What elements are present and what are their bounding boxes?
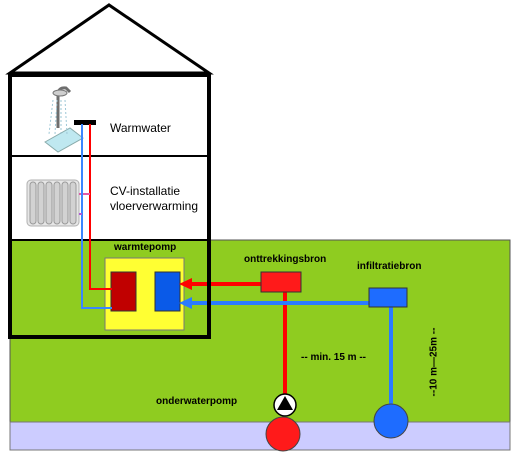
condenser-block [110, 271, 137, 312]
infiltratiebron-label: infiltratiebron [357, 261, 422, 272]
hot-pipe-house [89, 124, 112, 290]
infiltration-well-bottom [373, 403, 409, 439]
arrow-to-heatpump-icon [179, 278, 192, 290]
radiator-icon [26, 179, 80, 227]
vloerverwarming-label: vloerverwarming [110, 199, 199, 213]
cv-installatie-label: CV-installatie [110, 184, 181, 198]
house-roof [5, 3, 214, 75]
shower-icon [44, 86, 84, 153]
extraction-wellhead [260, 271, 302, 293]
infiltration-wellhead [368, 287, 408, 308]
warmwater-label: Warmwater [110, 121, 171, 135]
return-pipe-house [81, 124, 112, 309]
ground-layer [9, 239, 511, 423]
extraction-well-bottom [265, 416, 301, 452]
tap-bar [74, 120, 96, 125]
evaporator-block [154, 271, 181, 312]
submersible-pump-icon [273, 393, 297, 417]
onderwaterpomp-label: onderwaterpomp [156, 396, 238, 407]
aquifer-layer [9, 421, 511, 451]
warmtepomp-label: warmtepomp [114, 242, 177, 253]
onttrekkingsbron-label: onttrekkingsbron [244, 254, 327, 265]
min-distance-label: -- min. 15 m -- [301, 352, 367, 363]
depth-label: --10 m—25m -- [428, 327, 440, 397]
house-outline [8, 73, 211, 339]
arrow-from-heatpump-icon [179, 297, 192, 309]
